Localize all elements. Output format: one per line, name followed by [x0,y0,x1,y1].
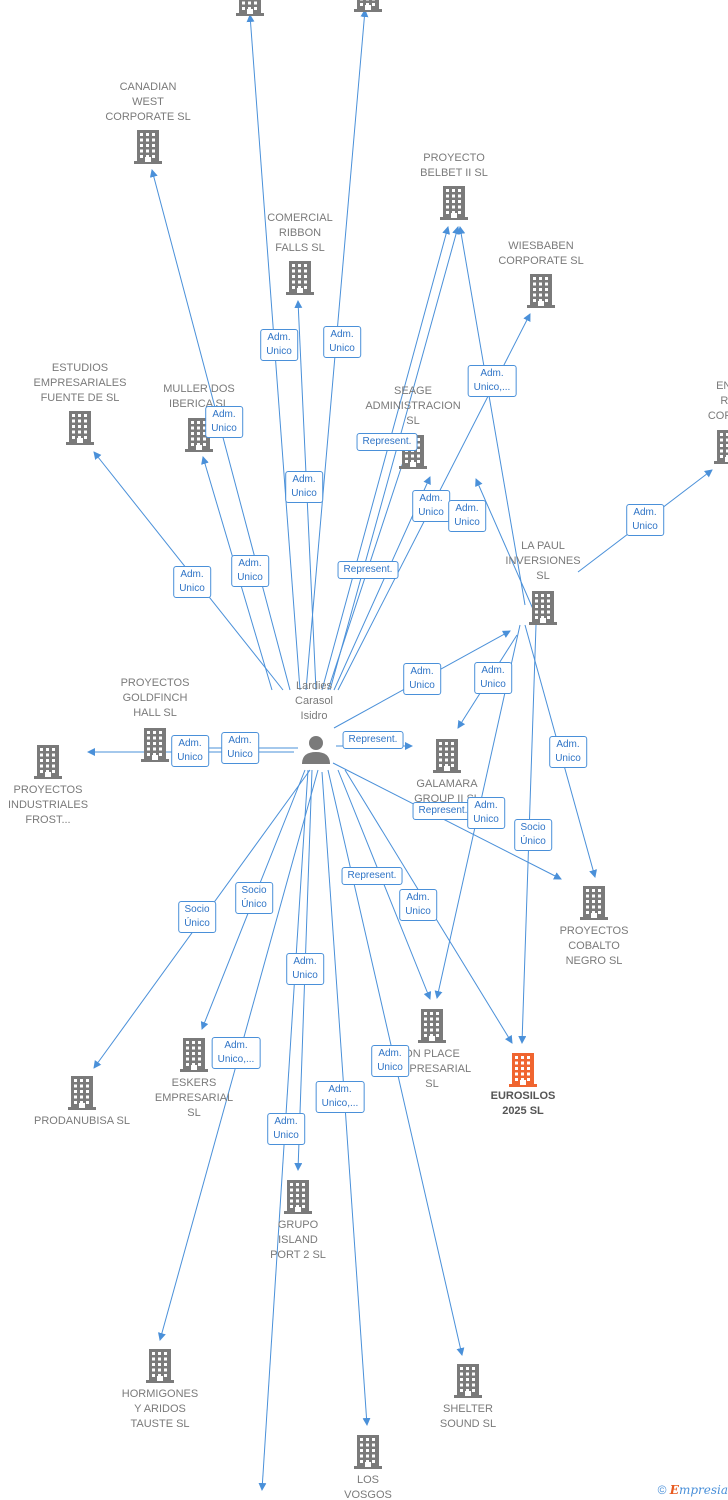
relationship-link [475,478,541,626]
building-icon[interactable] [68,1076,96,1115]
building-icon[interactable] [580,886,608,925]
person-icon[interactable] [301,734,331,769]
company-label-estudios[interactable]: ESTUDIOS EMPRESARIALES FUENTE DE SL [33,362,127,404]
brand-initial: E [669,1483,679,1497]
building-icon[interactable] [284,1180,312,1219]
relationship-badge[interactable]: Adm. Unico [399,889,437,921]
building-icon[interactable] [185,418,213,457]
company-label-prodanubisa[interactable]: PRODANUBISA SL [34,1115,130,1127]
relationship-link [321,226,451,691]
relationship-badge[interactable]: Socio Único [514,819,552,851]
relationship-badge[interactable]: Adm. Unico [371,1045,409,1077]
relationship-badge[interactable]: Adm. Unico,... [211,1037,261,1069]
company-label-industriales[interactable]: PROYECTOS INDUSTRIALES FROST... [7,784,89,826]
relationship-badge[interactable]: Represent. [356,433,418,451]
building-icon[interactable] [134,130,162,169]
relationship-badge[interactable]: Adm. Unico [467,797,505,829]
building-icon[interactable] [354,0,382,17]
company-label-los-vosgos[interactable]: LOS VOSGOS [344,1474,392,1500]
building-icon[interactable] [66,411,94,450]
company-label-canadian-west[interactable]: CANADIAN WEST CORPORATE SL [105,81,191,123]
relationship-badge[interactable]: Adm. Unico [205,406,243,438]
relationship-badge[interactable]: Adm. Unico [260,329,298,361]
company-label-goldfinch[interactable]: PROYECTOS GOLDFINCH HALL SL [120,677,190,719]
company-label-proyecto-belbet[interactable]: PROYECTO BELBET II SL [420,152,488,179]
company-label-cobalto[interactable]: PROYECTOS COBALTO NEGRO SL [559,925,629,967]
building-icon[interactable] [529,591,557,630]
company-label-eurosilos[interactable]: EUROSILOS 2025 SL [490,1090,556,1117]
building-icon[interactable] [141,728,169,767]
relationship-badge[interactable]: Represent. [342,731,404,749]
relationship-badge[interactable]: Adm. Unico [267,1113,305,1145]
relationship-badge[interactable]: Socio Único [235,882,273,914]
relationship-link [329,226,460,691]
building-icon[interactable] [527,274,555,313]
building-icon[interactable] [354,1435,382,1474]
building-icon[interactable] [180,1038,208,1077]
relationship-badge[interactable]: Represent. [412,802,474,820]
company-label-grupo-island[interactable]: GRUPO ISLAND PORT 2 SL [270,1219,326,1261]
company-label-seage[interactable]: SEAGE ADMINISTRACION SL [365,385,461,427]
company-label-eng-right[interactable]: ENG RE CORPO [707,380,728,422]
building-icon[interactable] [34,745,62,784]
relationship-badge[interactable]: Socio Único [178,901,216,933]
relationship-badge[interactable]: Adm. Unico [474,662,512,694]
building-icon[interactable] [509,1053,537,1092]
company-label-hormigones[interactable]: HORMIGONES Y ARIDOS TAUSTE SL [121,1388,199,1430]
relationship-badge[interactable]: Adm. Unico [171,735,209,767]
relationship-badge[interactable]: Adm. Unico,... [315,1081,365,1113]
relationship-badge[interactable]: Adm. Unico [173,566,211,598]
relationship-badge[interactable]: Adm. Unico [412,490,450,522]
building-icon[interactable] [418,1009,446,1048]
relationship-badge[interactable]: Adm. Unico [403,663,441,695]
company-label-eskers[interactable]: ESKERS EMPRESARIAL SL [154,1077,234,1119]
company-label-muller-dos[interactable]: MULLER DOS IBERICA SL [163,383,235,410]
relationship-badge[interactable]: Adm. Unico [549,736,587,768]
footer-copyright: © Empresia [658,1483,728,1497]
brand-name: mpresia [678,1483,728,1497]
company-label-la-paul[interactable]: LA PAUL INVERSIONES SL [505,540,581,582]
building-icon[interactable] [146,1349,174,1388]
relationship-badge[interactable]: Represent. [337,561,399,579]
building-icon[interactable] [714,430,728,469]
relationship-badge[interactable]: Adm. Unico [285,471,323,503]
company-label-wiesbaben[interactable]: WIESBABEN CORPORATE SL [498,240,584,267]
relationship-badge[interactable]: Adm. Unico [221,732,259,764]
relationship-badge[interactable]: Adm. Unico [286,953,324,985]
relationship-badge[interactable]: Adm. Unico [323,326,361,358]
building-icon[interactable] [286,261,314,300]
building-icon[interactable] [236,0,264,21]
relationship-badge[interactable]: Adm. Unico [448,500,486,532]
building-icon[interactable] [440,186,468,225]
person-label[interactable]: Lardies Carasol Isidro [295,680,333,722]
building-icon[interactable] [454,1364,482,1403]
relationship-link [332,762,562,880]
relationship-badge[interactable]: Adm. Unico,... [467,365,517,397]
company-label-comercial-ribbon[interactable]: COMERCIAL RIBBON FALLS SL [267,212,333,254]
copyright-symbol: © [657,1483,667,1497]
company-label-shelter[interactable]: SHELTER SOUND SL [439,1403,497,1430]
relationship-link [457,226,526,606]
relationship-badge[interactable]: Represent. [341,867,403,885]
building-icon[interactable] [433,739,461,778]
relationship-badge[interactable]: Adm. Unico [231,555,269,587]
relationship-badge[interactable]: Adm. Unico [626,504,664,536]
